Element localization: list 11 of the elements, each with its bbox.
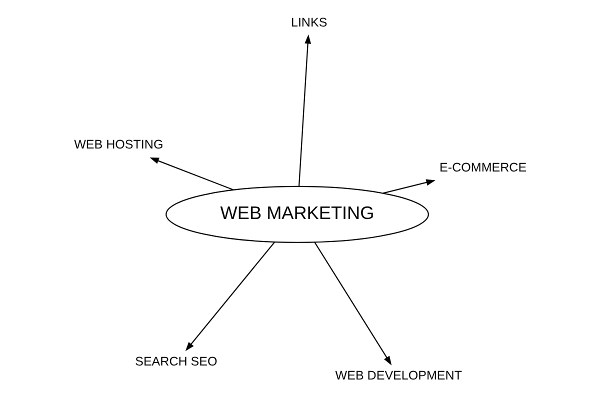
node-ellipse: WEB MARKETING: [166, 186, 429, 243]
arrow: [314, 242, 392, 366]
node-text: LINKS: [290, 16, 328, 30]
node-text: E-COMMERCE: [440, 160, 527, 175]
node-text: WEB DEVELOPMENT: [335, 368, 462, 383]
arrow: [185, 242, 275, 352]
node-text: SEARCH SEO: [135, 354, 218, 368]
arrow: [150, 157, 234, 190]
arrow: [298, 34, 312, 186]
arrow: [382, 179, 436, 194]
node-text: WEB HOSTING: [74, 138, 164, 152]
